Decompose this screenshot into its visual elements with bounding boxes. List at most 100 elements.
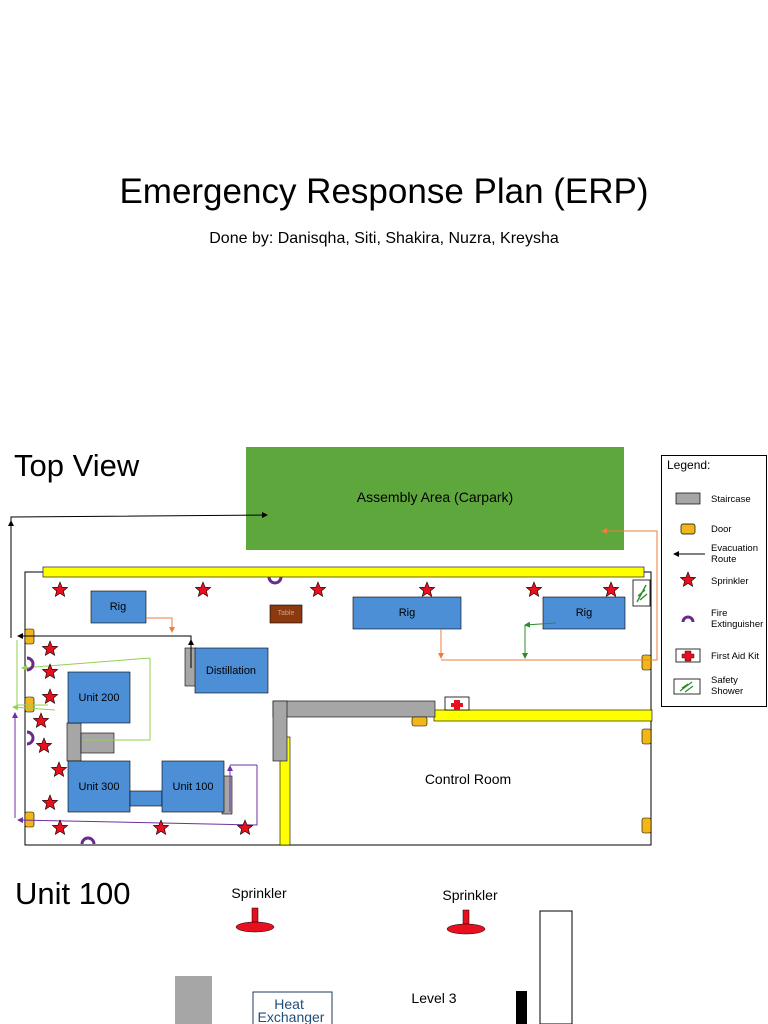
evacuation-routes <box>8 512 658 826</box>
assembly-area-label: Assembly Area (Carpark) <box>357 489 513 505</box>
legend-item-first-aid-kit: First Aid Kit <box>662 641 768 671</box>
door <box>641 817 652 834</box>
page-title: Emergency Response Plan (ERP) <box>119 172 649 211</box>
fire-extinguisher-icon <box>681 615 695 623</box>
legend-label: Evacuation Route <box>711 543 759 565</box>
arrow-left-icon <box>673 551 705 557</box>
sprinkler-stem-2 <box>462 909 470 925</box>
route-lgreen-loop <box>83 658 151 741</box>
rig-3-label: Rig <box>576 607 593 619</box>
sprinkler-star <box>525 581 543 598</box>
sprinkler-head-2 <box>446 923 486 935</box>
unit100-view-label: Unit 100 <box>15 876 131 911</box>
heat-exchanger-label-line-2: Exchanger <box>258 1009 325 1024</box>
legend-title: Legend: <box>667 458 711 472</box>
legend-label: Staircase <box>711 493 751 505</box>
sprinkler-star <box>50 761 68 778</box>
star-icon <box>679 571 697 588</box>
sprinkler-stem-1 <box>251 907 259 923</box>
top-view-floor-plan: Assembly Area (Carpark) Rig Rig Rig Tabl… <box>8 447 658 846</box>
rig-1 <box>90 590 147 624</box>
staircase-column <box>175 976 212 1024</box>
route-orange-main <box>441 528 658 661</box>
fire-extinguishers <box>26 576 283 845</box>
staircase-control-room <box>272 700 436 718</box>
distillation <box>194 647 269 694</box>
assembly-area <box>246 447 624 550</box>
staircase-unit200-pipe <box>80 732 115 754</box>
sprinkler-star <box>51 581 69 598</box>
unit-300-label: Unit 300 <box>79 781 120 793</box>
sprinkler-star <box>194 581 212 598</box>
rig-3 <box>542 596 626 630</box>
unit-300 <box>67 760 131 813</box>
route-purple-unit100 <box>17 765 258 826</box>
route-black-door <box>17 633 192 668</box>
heat-exchanger-label: Heat Exchanger <box>258 996 325 1024</box>
legend-label: Door <box>711 523 732 535</box>
route-green-rig3 <box>524 621 557 628</box>
legend-item-fire-extinguisher: Fire Extinguisher <box>662 604 768 634</box>
wall-control-room-top <box>433 709 653 722</box>
legend-label: Safety Shower <box>711 675 744 697</box>
black-pillar <box>516 991 527 1024</box>
rig-1-label: Rig <box>110 601 127 613</box>
sprinklers <box>32 581 620 836</box>
route-lgreen-mid <box>12 704 56 711</box>
legend-label: Sprinkler <box>711 575 749 587</box>
heat-exchanger <box>252 991 333 1024</box>
sprinkler-star <box>41 688 59 705</box>
legend-item-evacuation-route: Evacuation Route <box>662 539 768 569</box>
legend: Legend: Staircase Door Evacuation Route … <box>661 455 767 707</box>
distillation-label: Distillation <box>206 665 256 677</box>
route-lgreen-top <box>21 657 151 671</box>
unit100-side-view: Sprinkler Sprinkler Level 3 Heat Exchang… <box>175 885 573 1024</box>
first-aid-cross <box>451 700 463 710</box>
unit-100-label: Unit 100 <box>173 781 214 793</box>
sprinkler-star <box>41 794 59 811</box>
control-room-label: Control Room <box>425 771 511 787</box>
staircase-control-room-side <box>272 700 288 762</box>
staircase-icon <box>675 492 701 505</box>
sprinkler-star <box>236 819 254 836</box>
table-label: Table <box>278 610 295 617</box>
page-subtitle: Done by: Danisqha, Siti, Shakira, Nuzra,… <box>209 230 559 247</box>
rig-2 <box>352 596 462 630</box>
sprinkler-star <box>41 640 59 657</box>
legend-item-sprinkler: Sprinkler <box>662 566 768 596</box>
legend-item-staircase: Staircase <box>662 484 768 514</box>
sprinkler-star <box>35 737 53 754</box>
fire-extinguisher-icon <box>80 836 96 845</box>
door <box>641 654 652 671</box>
pipe-unit300-unit100 <box>129 790 163 807</box>
legend-label: First Aid Kit <box>711 650 760 662</box>
sprinkler-star <box>41 663 59 680</box>
sprinkler-star <box>152 819 170 836</box>
safety-shower-icon <box>636 584 648 603</box>
sprinkler-star <box>418 581 436 598</box>
fire-extinguisher-icon <box>26 656 35 672</box>
level-label: Level 3 <box>411 990 456 1006</box>
staircase-unit200 <box>66 722 82 762</box>
unit-100 <box>161 760 225 813</box>
sprinkler-star <box>602 581 620 598</box>
wall-top <box>42 566 645 578</box>
door <box>411 716 428 727</box>
first-aid-icon <box>675 648 701 663</box>
heat-exchanger-label-line-1: Heat <box>274 996 304 1012</box>
table <box>269 604 303 624</box>
door <box>641 728 652 745</box>
sprinkler-star <box>32 712 50 729</box>
top-view-label: Top View <box>14 448 140 483</box>
legend-label: Fire Extinguisher <box>711 608 764 630</box>
route-orange-rig1 <box>146 617 175 633</box>
wall-column <box>539 910 573 1024</box>
fire-extinguisher-icon <box>267 576 283 585</box>
unit-200-label: Unit 200 <box>79 692 120 704</box>
sprinkler-head-1 <box>235 921 275 933</box>
door <box>24 811 35 828</box>
safety-shower-icon <box>673 678 701 695</box>
rig-2-label: Rig <box>399 607 416 619</box>
legend-item-door: Door <box>662 514 768 544</box>
sprinkler-star <box>51 819 69 836</box>
